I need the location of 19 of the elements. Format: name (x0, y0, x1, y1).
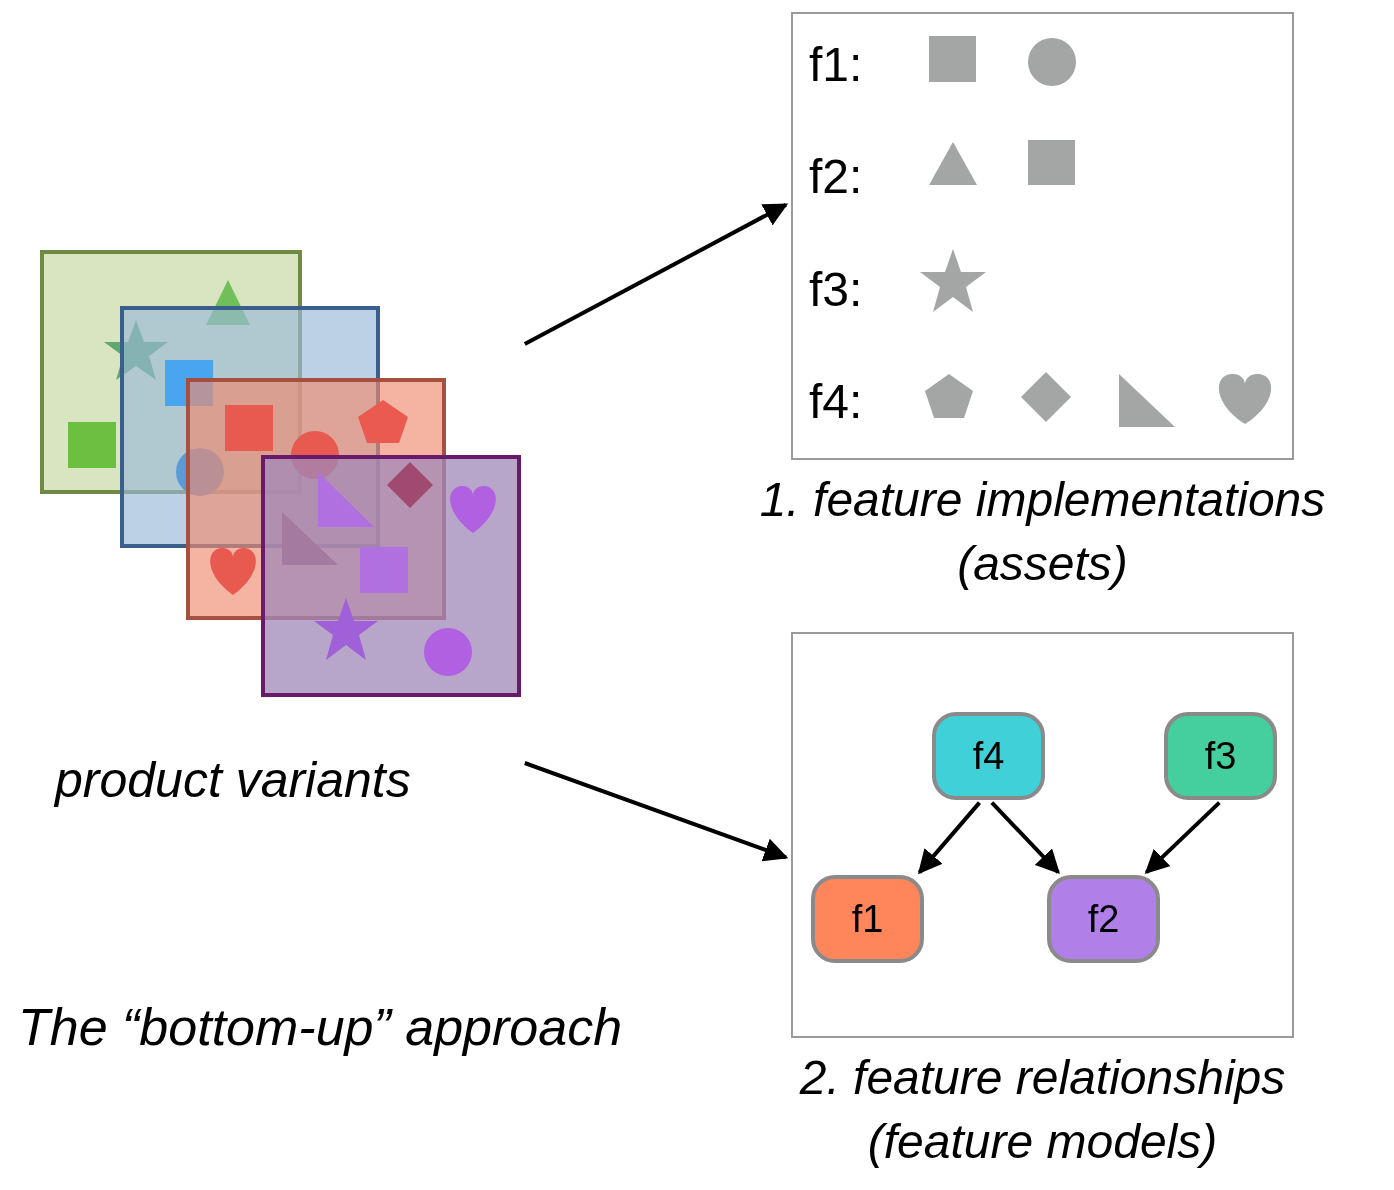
feature-node: f3 (1164, 712, 1277, 800)
feature-label: f4: (809, 374, 863, 430)
feature-label: f2: (809, 149, 863, 205)
node-label: 1. feature implementations (assets) (758, 472, 1327, 592)
node-label: product variants (55, 751, 411, 810)
arrow (1144, 801, 1221, 874)
feature-node: f1 (811, 875, 924, 963)
arrow (917, 801, 981, 875)
arrow (990, 801, 1060, 875)
feature-label: f3: (809, 262, 863, 318)
feature-node: f2 (1047, 875, 1160, 963)
feature-model-panel (791, 632, 1294, 1038)
feature-node: f4 (932, 712, 1045, 800)
title: The “bottom-up” approach (18, 997, 623, 1058)
arrow (523, 202, 789, 346)
arrow (524, 761, 789, 862)
assets-panel (791, 12, 1294, 460)
feature-label: f1: (809, 37, 863, 93)
node-label: 2. feature relationships (feature models) (798, 1050, 1287, 1170)
